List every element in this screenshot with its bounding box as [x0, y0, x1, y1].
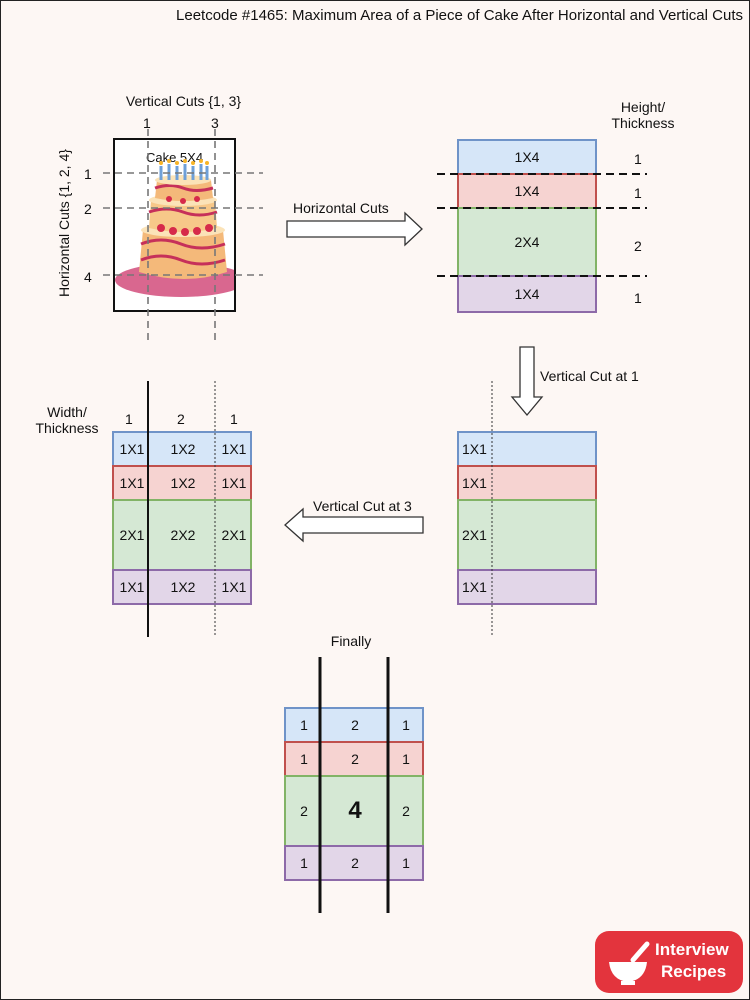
step3-cell: 1X2 [170, 441, 196, 457]
step3-cell: 1X1 [119, 475, 145, 491]
final-cell: 2 [351, 855, 359, 871]
step1-height-3: 2 [634, 238, 642, 254]
step1-row-4: 1X4 [457, 275, 597, 313]
h-tick-4: 4 [84, 269, 92, 285]
step3-cell: 1X1 [119, 579, 145, 595]
step3-cell: 2X1 [119, 527, 145, 543]
step3-width-2: 2 [177, 411, 185, 427]
final-row-1: 1 2 1 [284, 707, 424, 743]
h-tick-1: 1 [84, 166, 92, 182]
horizontal-cuts-arrow [286, 211, 423, 247]
vertical-cut-3-arrow [284, 507, 424, 543]
height-thickness-header: Height/ Thickness [611, 99, 675, 131]
step3-cell: 1X1 [221, 475, 247, 491]
step1-row-1: 1X4 [457, 139, 597, 175]
final-cell: 1 [300, 855, 308, 871]
logo-text-interview: Interview [655, 940, 729, 959]
step2-row-2-label: 1X1 [462, 475, 487, 491]
step1-height-4: 1 [634, 290, 642, 306]
final-cell: 2 [300, 803, 308, 819]
step3-cell: 2X1 [221, 527, 247, 543]
step3-cell: 2X2 [170, 527, 196, 543]
final-cell: 2 [351, 717, 359, 733]
final-cell: 1 [402, 855, 410, 871]
cake-box: Cake 5X4 [113, 138, 236, 312]
vertical-cut-1-arrow-label: Vertical Cut at 1 [540, 368, 639, 384]
page-title: Leetcode #1465: Maximum Area of a Piece … [176, 7, 743, 24]
step3-row-4: 1X1 1X2 1X1 [112, 569, 252, 605]
step3-cell: 1X2 [170, 475, 196, 491]
final-cell: 1 [402, 717, 410, 733]
final-cell: 1 [300, 717, 308, 733]
v-tick-3: 3 [211, 115, 219, 131]
final-cell: 1 [300, 751, 308, 767]
step2-row-1-label: 1X1 [462, 441, 487, 457]
step3-cell: 1X2 [170, 579, 196, 595]
logo-text-recipes: Recipes [661, 962, 727, 981]
step3-row-3: 2X1 2X2 2X1 [112, 499, 252, 571]
vertical-cut-1-arrow [510, 346, 544, 417]
step1-height-1: 1 [634, 151, 642, 167]
vertical-cut-3-arrow-label: Vertical Cut at 3 [313, 498, 412, 514]
step2-row-4: 1X1 [457, 569, 597, 605]
final-row-4: 1 2 1 [284, 845, 424, 881]
step2-row-3-label: 2X1 [462, 527, 487, 543]
step1-height-2: 1 [634, 185, 642, 201]
step3-width-3: 1 [230, 411, 238, 427]
cake-illustration [115, 159, 234, 297]
step3-cell: 1X1 [119, 441, 145, 457]
step3-cell: 1X1 [221, 441, 247, 457]
step3-width-1: 1 [125, 411, 133, 427]
horizontal-cuts-arrow-label: Horizontal Cuts [293, 200, 389, 216]
interview-recipes-logo: Interview Recipes [595, 931, 743, 993]
step3-row-1: 1X1 1X2 1X1 [112, 431, 252, 467]
final-cell: 2 [402, 803, 410, 819]
final-cell: 2 [351, 751, 359, 767]
step3-cell: 1X1 [221, 579, 247, 595]
step2-row-4-label: 1X1 [462, 579, 487, 595]
vertical-cuts-label: Vertical Cuts {1, 3} [125, 93, 242, 109]
finally-label: Finally [330, 633, 372, 649]
mortar-pestle-icon [609, 941, 650, 985]
max-area-cell: 4 [348, 797, 362, 824]
v-tick-1: 1 [143, 115, 151, 131]
h-tick-2: 2 [84, 201, 92, 217]
width-thickness-header: Width/ Thickness [35, 404, 99, 436]
final-cell: 1 [402, 751, 410, 767]
step1-row-2: 1X4 [457, 173, 597, 209]
